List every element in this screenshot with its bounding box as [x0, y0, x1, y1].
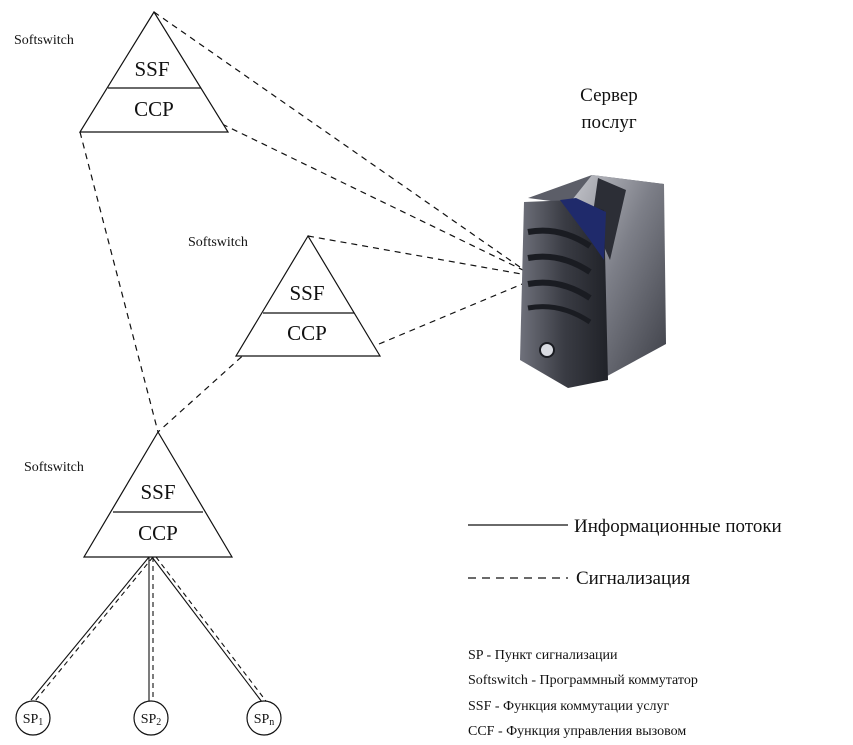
link-mid-to-server-upper — [307, 235, 528, 276]
sp-node-2-circle — [133, 700, 169, 736]
link-mid-to-bottom-softswitch — [157, 341, 259, 433]
softswitch-top-triangle — [78, 10, 230, 133]
softswitch-bottom-ssf-label: SSF — [140, 480, 175, 504]
sp-node-n: SPn — [246, 700, 282, 736]
sp-node-2-label: SP — [141, 712, 157, 727]
server-drive-bay-1 — [527, 227, 592, 249]
softswitch-middle-title: Softswitch — [188, 235, 248, 250]
note-sp: SP - Пункт сигнализации — [468, 648, 618, 663]
softswitch-middle: SSF CCP Softswitch — [188, 234, 382, 357]
server-icon — [520, 175, 666, 388]
svg-text:SP2: SP2 — [141, 712, 162, 728]
sp-node-1-subscript: 1 — [38, 717, 43, 728]
link-mid-to-server-lower — [378, 281, 528, 345]
note-softswitch: Softswitch - Программный коммутатор — [468, 673, 698, 688]
link-top-to-server-lower — [221, 123, 528, 273]
abbreviation-notes: SP - Пункт сигнализации Softswitch - Про… — [468, 648, 698, 739]
server-drive-bay-4 — [527, 304, 592, 325]
sp-node-2: SP2 — [133, 700, 169, 736]
softswitch-bottom-title: Softswitch — [24, 460, 84, 475]
svg-text:SP1: SP1 — [23, 712, 44, 728]
sp1-signal-line — [34, 556, 154, 702]
sp-node-2-subscript: 2 — [156, 717, 161, 728]
server-drive-bay-3 — [527, 279, 592, 301]
server-front-face — [520, 200, 608, 388]
sp-node-1-label: SP — [23, 712, 39, 727]
softswitch-bottom-triangle — [82, 430, 234, 558]
sp-node-n-circle — [246, 700, 282, 736]
sp-links — [30, 556, 267, 703]
note-ccf: CCF - Функция управления вызовом — [468, 724, 686, 739]
server-label-line1: Сервер — [580, 85, 638, 106]
server-side-stripe — [592, 178, 626, 260]
spn-info-line — [151, 556, 263, 703]
legend-signal-label: Сигнализация — [576, 568, 690, 589]
server-accent-edge — [560, 198, 606, 260]
sp-node-1-circle — [15, 700, 51, 736]
link-top-to-server-upper — [153, 11, 528, 273]
softswitch-top-ccp-label: CCP — [134, 97, 174, 121]
link-top-to-bottom-softswitch — [79, 131, 159, 433]
server-label-line2: послуг — [581, 112, 637, 133]
legend-info-label: Информационные потоки — [574, 516, 782, 537]
spn-signal-line — [155, 556, 267, 702]
sp-node-n-subscript: n — [269, 717, 274, 728]
note-ssf: SSF - Функция коммутации услуг — [468, 699, 670, 714]
server-drive-bay-2 — [527, 253, 592, 275]
server-power-button — [539, 342, 555, 358]
softswitch-top: SSF CCP Softswitch — [14, 10, 230, 133]
softswitch-middle-triangle — [234, 234, 382, 357]
sp-node-n-label: SP — [254, 712, 270, 727]
sp1-info-line — [30, 556, 150, 701]
softswitch-top-ssf-label: SSF — [134, 57, 169, 81]
signaling-links — [79, 11, 528, 433]
softswitch-bottom-ccp-label: CCP — [138, 521, 178, 545]
svg-text:SPn: SPn — [254, 712, 275, 728]
sp-node-1: SP1 — [15, 700, 51, 736]
softswitch-middle-ssf-label: SSF — [289, 281, 324, 305]
softswitch-bottom: SSF CCP Softswitch — [24, 430, 234, 558]
softswitch-top-title: Softswitch — [14, 33, 74, 48]
legend: Информационные потоки Сигнализация — [468, 516, 782, 589]
softswitch-middle-ccp-label: CCP — [287, 321, 327, 345]
